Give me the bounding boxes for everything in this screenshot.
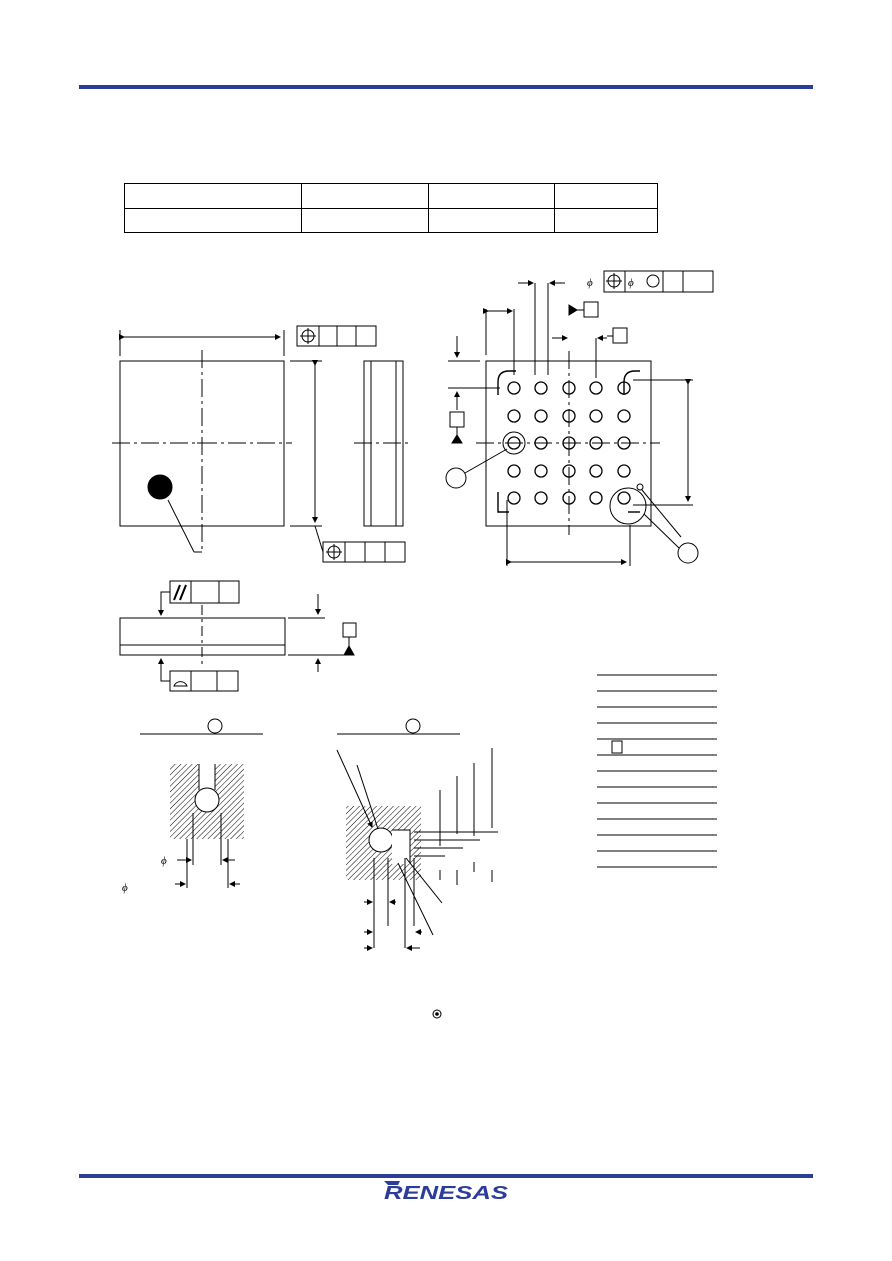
detail-view-left — [140, 718, 263, 888]
table-cell — [428, 207, 555, 233]
solder-ball — [534, 464, 548, 478]
solder-ball — [507, 491, 521, 505]
package-code-table — [124, 183, 658, 233]
diameter-symbol: ϕ — [587, 277, 593, 289]
index-mark — [147, 474, 173, 500]
solder-ball — [507, 436, 521, 450]
tolerance-frame-ball-position — [603, 270, 714, 293]
solder-ball — [507, 464, 521, 478]
diameter-symbol: ϕ — [161, 855, 167, 867]
detail-callout-left — [445, 467, 467, 489]
footer-rule — [79, 1174, 813, 1178]
renesas-logo: RENESAS — [384, 1181, 508, 1202]
detail-callout-right — [677, 542, 699, 564]
note-symbol — [432, 1009, 442, 1019]
solder-ball — [617, 491, 631, 505]
tolerance-frame-position-top — [296, 325, 377, 347]
solder-ball — [562, 436, 576, 450]
solder-ball — [589, 491, 603, 505]
solder-ball — [507, 409, 521, 423]
front-view — [119, 580, 357, 692]
datum-triangle — [343, 644, 355, 656]
table-cell — [124, 207, 302, 233]
solder-ball — [507, 381, 521, 395]
table-cell — [554, 207, 658, 233]
dimension-table — [597, 674, 717, 868]
solder-ball — [562, 381, 576, 395]
logo-text: RENESAS — [384, 1183, 508, 1202]
logo-swoosh — [384, 1181, 400, 1185]
diameter-symbol: ϕ — [628, 277, 634, 289]
solder-ball — [589, 464, 603, 478]
solder-ball — [534, 409, 548, 423]
solder-ball — [617, 436, 631, 450]
solder-ball — [562, 464, 576, 478]
detail-view-right — [336, 718, 498, 951]
ball-grid — [507, 381, 631, 505]
datum-box — [342, 622, 357, 638]
tolerance-frame-profile — [169, 670, 239, 692]
ball-detail-circle — [502, 431, 526, 455]
tolerance-frame-position-bottom — [322, 541, 406, 563]
header-rule — [79, 85, 813, 89]
solder-ball — [617, 464, 631, 478]
solder-ball — [534, 491, 548, 505]
solder-ball — [589, 409, 603, 423]
bottom-view — [445, 270, 714, 566]
side-view — [354, 360, 412, 527]
solder-ball — [617, 409, 631, 423]
solder-ball — [589, 381, 603, 395]
index-leader — [167, 499, 195, 553]
top-view — [112, 325, 406, 563]
datum-box — [583, 301, 599, 318]
tolerance-frame-parallelism — [169, 580, 240, 604]
solder-ball — [562, 491, 576, 505]
parallel-icon — [173, 584, 181, 601]
table-row — [124, 183, 658, 209]
corner-mark — [497, 370, 516, 395]
solder-ball — [562, 409, 576, 423]
diameter-symbol: ϕ — [122, 882, 128, 894]
table-cell — [301, 207, 429, 233]
datum-box — [449, 411, 465, 428]
table-row — [124, 207, 658, 233]
mmc-icon — [646, 274, 660, 288]
profile-icon — [173, 681, 188, 687]
table-cell — [554, 183, 658, 209]
solder-ball — [534, 381, 548, 395]
solder-ball — [589, 436, 603, 450]
datum-box — [612, 327, 628, 344]
ball-detail-circle — [609, 487, 647, 525]
solder-ball — [534, 436, 548, 450]
